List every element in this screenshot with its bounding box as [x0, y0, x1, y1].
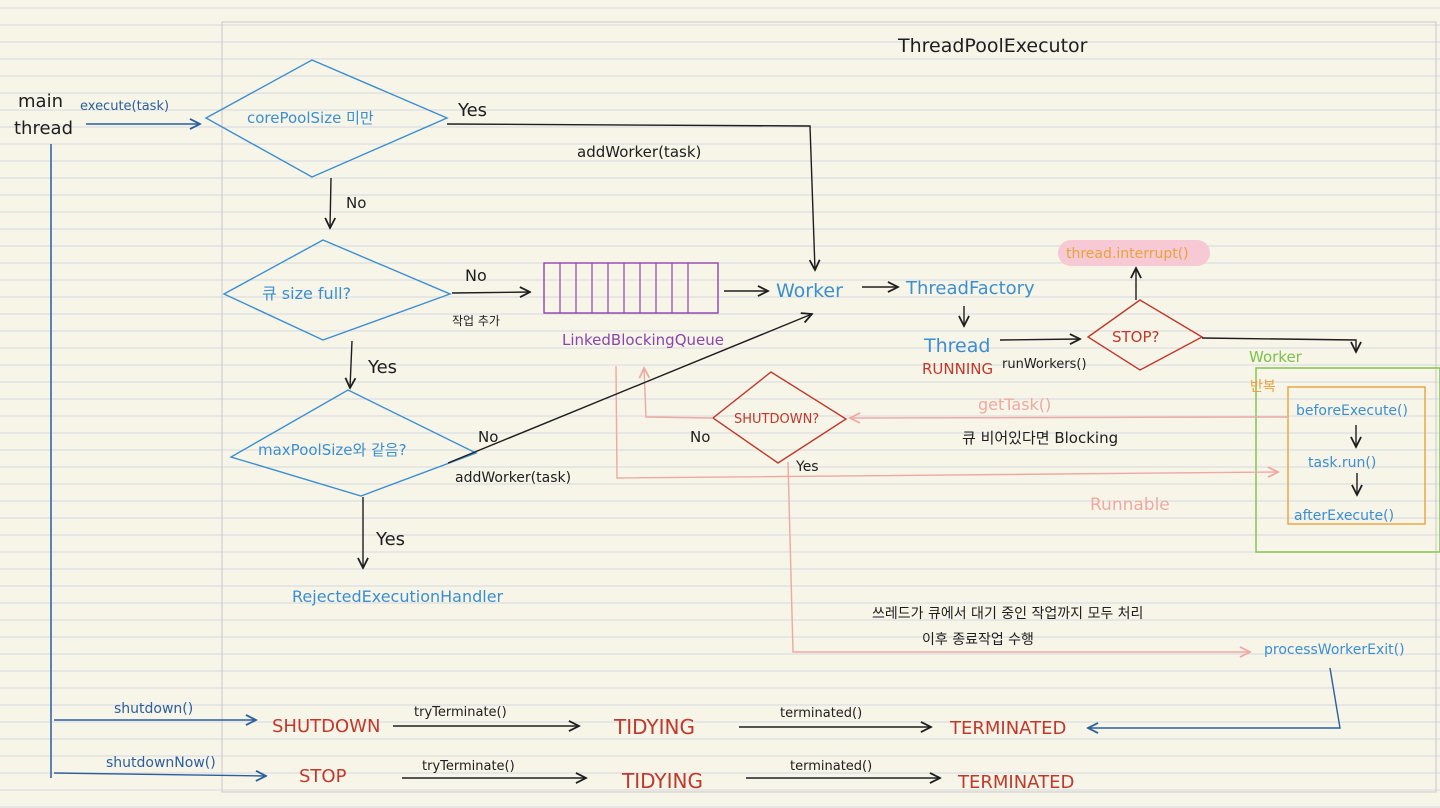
shutdown-decision-diamond [711, 371, 848, 464]
thread-factory-label: ThreadFactory [905, 278, 1035, 299]
stop-try-label: tryTerminate() [422, 759, 515, 774]
stop-terminated-call: terminated() [790, 759, 872, 774]
max-decision-text: maxPoolSize와 같음? [258, 441, 407, 459]
blocking-queue-label: LinkedBlockingQueue [562, 331, 724, 349]
stop-state: STOP [299, 766, 347, 787]
worker-loop-box [1255, 367, 1440, 553]
core-yes-label: Yes [457, 100, 487, 121]
stop-to-worker-box-arrow [1201, 337, 1356, 352]
add-worker-top-label: addWorker(task) [577, 143, 701, 161]
shutdown-call-label: shutdown() [114, 701, 193, 717]
task-run-step: task.run() [1308, 455, 1376, 471]
add-worker-bottom-label: addWorker(task) [455, 470, 571, 486]
interrupt-highlight [1058, 240, 1210, 266]
ruled-lines [0, 7, 1440, 808]
get-task-arrow [850, 417, 1289, 418]
shutdown-try-label: tryTerminate() [414, 705, 507, 720]
shutdown-tidying-state: TIDYING [613, 715, 695, 739]
execute-call-label: execute(task) [80, 99, 169, 114]
queue-decision-diamond [222, 239, 452, 341]
running-label: RUNNING [922, 360, 993, 378]
core-no-label: No [346, 194, 366, 212]
queue-no-label: No [465, 266, 487, 285]
runnable-label: Runnable [1090, 495, 1170, 515]
rejected-handler-label: RejectedExecutionHandler [292, 587, 504, 606]
shutdown-yes-label: Yes [795, 459, 819, 475]
core-yes-arrow [446, 123, 815, 270]
stop-decision-text: STOP? [1112, 328, 1160, 346]
before-execute-step: beforeExecute() [1296, 403, 1408, 419]
queue-slots [559, 263, 689, 313]
thread-to-stop-arrow [999, 339, 1080, 340]
get-task-label: getTask() [978, 395, 1051, 414]
worker-loop-title: Worker [1249, 348, 1303, 366]
after-execute-step: afterExecute() [1294, 508, 1394, 524]
shutdown-yes-arrow [787, 461, 1250, 652]
stop-decision-diamond [1086, 299, 1204, 371]
max-no-arrow [447, 314, 812, 464]
shutdown-now-call-label: shutdownNow() [106, 755, 216, 771]
max-yes-label: Yes [375, 529, 405, 550]
stop-terminated-state: TERMINATED [957, 772, 1074, 793]
process-worker-exit-label: processWorkerExit() [1264, 642, 1405, 658]
shutdown-decision-text: SHUTDOWN? [734, 412, 819, 427]
shutdown-no-label: No [690, 428, 710, 446]
shutdown-terminated-call: terminated() [780, 706, 862, 721]
queue-decision-text: 큐 size full? [262, 284, 351, 303]
shutdown-terminated-state: TERMINATED [949, 718, 1066, 739]
core-no-arrow [330, 177, 331, 228]
drain-note-line-1: 쓰레드가 큐에서 대기 중인 작업까지 모두 처리 [872, 606, 1143, 622]
exit-to-terminated-arrow [1088, 667, 1341, 728]
stop-tidying-state: TIDYING [621, 769, 703, 793]
queue-yes-label: Yes [367, 357, 397, 378]
core-decision-diamond [204, 59, 449, 178]
queue-yes-arrow [350, 340, 352, 388]
shutdown-state: SHUTDOWN [272, 716, 380, 737]
worker-loop-repeat-label: 반복 [1250, 379, 1276, 395]
thread-label: Thread [923, 335, 990, 357]
drain-note-line-2: 이후 종료작업 수행 [922, 632, 1034, 648]
runnable-arrow [615, 365, 1278, 479]
worker-steps-box [1287, 386, 1426, 525]
main-thread-label-2: thread [14, 118, 73, 139]
max-decision-diamond [229, 389, 478, 497]
queue-no-arrow [451, 292, 530, 293]
main-thread-label-1: main [18, 91, 63, 112]
executor-frame [221, 21, 1437, 793]
enqueue-label: 작업 추가 [452, 314, 500, 328]
run-workers-label: runWorkers() [1002, 357, 1087, 372]
core-decision-text: corePoolSize 미만 [247, 109, 374, 127]
shutdown-no-arrow [644, 368, 714, 419]
blocking-note: 큐 비어있다면 Blocking [962, 429, 1118, 447]
diagram-title: ThreadPoolExecutor [897, 35, 1088, 57]
max-no-label: No [478, 428, 498, 446]
interrupt-label: thread.interrupt() [1066, 246, 1189, 262]
blocking-queue-box [543, 262, 719, 314]
worker-label: Worker [776, 280, 843, 302]
shutdown-now-call-arrow [53, 773, 266, 776]
